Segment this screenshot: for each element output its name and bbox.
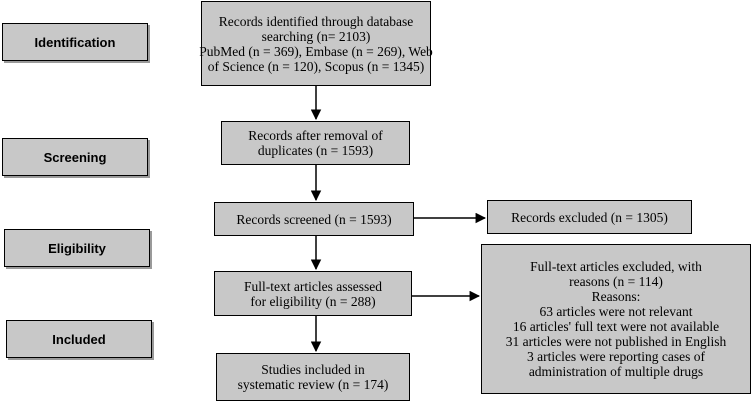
fulltext-excluded-line-3: Reasons:: [591, 289, 641, 304]
fulltext-excluded-line-6: 31 articles were not published in Englis…: [505, 334, 727, 349]
excluded-box: Records excluded (n = 1305): [487, 200, 692, 234]
fulltext-excluded-line-4: 63 articles were not relevant: [539, 304, 693, 319]
stage-screening: Screening: [2, 138, 148, 176]
fulltext-excluded-line-5: 16 articles' full text were not availabl…: [512, 319, 720, 334]
identified-line-4: of Science (n = 120), Scopus (n = 1345): [207, 58, 425, 74]
stage-included: Included: [6, 320, 152, 358]
stage-eligibility: Eligibility: [4, 229, 150, 267]
stage-eligibility-label: Eligibility: [48, 240, 106, 256]
screened-box: Records screened (n = 1593): [214, 202, 414, 236]
fulltext-assessed-line-1: Full-text articles assessed: [244, 278, 382, 294]
identified-line-1: Records identified through database: [218, 13, 414, 29]
fulltext-excluded-line-2: reasons (n = 114): [569, 274, 663, 289]
fulltext-excluded-line-1: Full-text articles excluded, with: [530, 259, 702, 274]
screened-line-1: Records screened (n = 1593): [236, 211, 392, 227]
stage-screening-label: Screening: [43, 149, 107, 165]
fulltext-excluded-line-7: 3 articles were reporting cases of: [526, 349, 706, 364]
identified-line-3: PubMed (n = 369), Embase (n = 269), Web: [199, 43, 433, 59]
fulltext-assessed-box: Full-text articles assessed for eligibil…: [214, 271, 412, 316]
stage-identification-label: Identification: [34, 34, 116, 50]
after-duplicates-box: Records after removal of duplicates (n =…: [221, 121, 410, 165]
fulltext-excluded-line-8: administration of multiple drugs: [528, 364, 704, 379]
stage-identification: Identification: [2, 23, 148, 61]
included-line-1: Studies included in: [261, 362, 365, 377]
included-studies-box: Studies included in systematic review (n…: [216, 353, 410, 401]
identified-line-2: searching (n= 2103): [261, 28, 371, 44]
identified-records-box: Records identified through database sear…: [199, 1, 433, 86]
fulltext-excluded-box: Full-text articles excluded, with reason…: [481, 244, 751, 394]
included-line-2: systematic review (n = 174): [237, 377, 389, 392]
after-duplicates-line-1: Records after removal of: [248, 128, 383, 143]
after-duplicates-line-2: duplicates (n = 1593): [257, 143, 374, 158]
stage-included-label: Included: [52, 331, 106, 347]
fulltext-assessed-line-2: for eligibility (n = 288): [250, 293, 376, 309]
excluded-line-1: Records excluded (n = 1305): [511, 209, 668, 225]
